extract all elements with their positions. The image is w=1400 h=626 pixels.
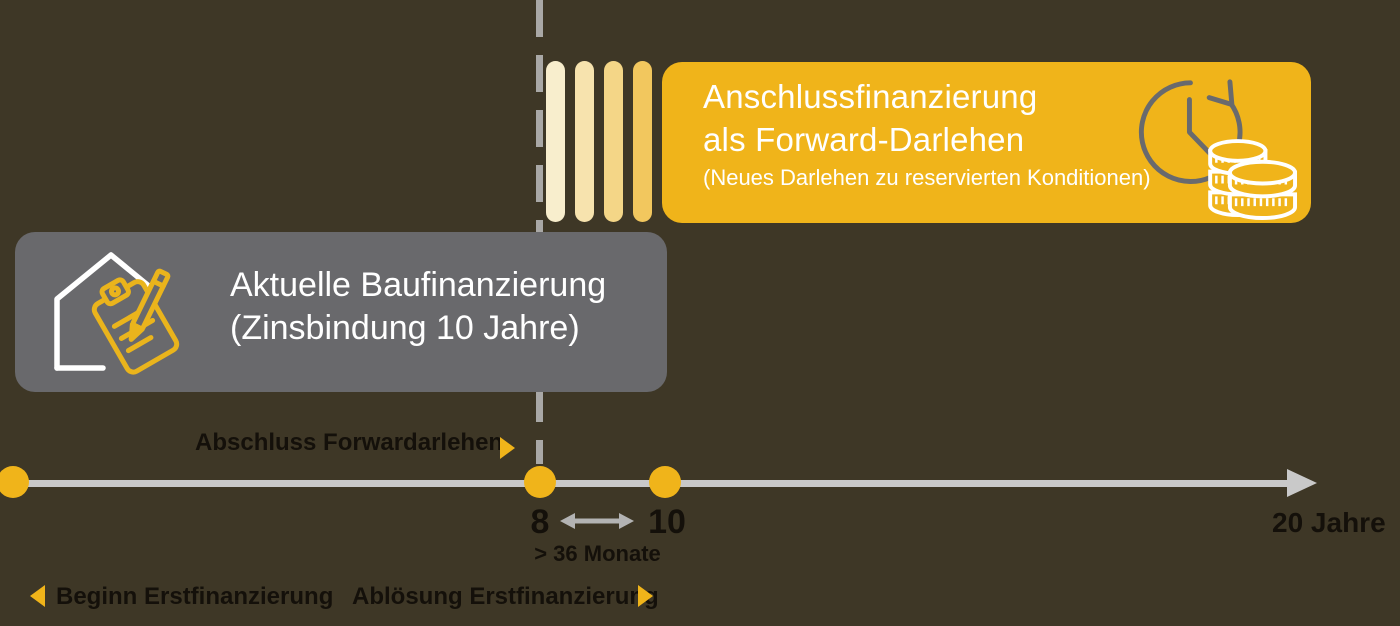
hatch-bar-2 — [575, 61, 594, 222]
tick-label-8: 8 — [530, 503, 550, 541]
arrow-left-icon — [30, 585, 45, 607]
forward-loan-box: Anschlussfinanzierung als Forward-Darleh… — [662, 62, 1311, 223]
timeline-dot-start — [0, 466, 29, 498]
monate-gap-label: > 36 Monate — [534, 541, 661, 566]
current-financing-text: Aktuelle Baufinanzierung (Zinsbindung 10… — [230, 264, 606, 350]
arrow-right-icon — [500, 437, 515, 459]
current-financing-title-line2: (Zinsbindung 10 Jahre) — [230, 309, 580, 347]
double-arrow-icon — [560, 513, 634, 529]
arrow-right-icon — [638, 585, 653, 607]
abschluss-forwarddarlehen-label: Abschluss Forwardarlehen — [195, 429, 504, 456]
hatch-bar-1 — [546, 61, 565, 222]
current-financing-title-line1: Aktuelle Baufinanzierung — [230, 266, 607, 304]
abloesung-erstfinanzierung-label: Ablösung Erstfinanzierung — [352, 583, 659, 610]
current-financing-box: Aktuelle Baufinanzierung (Zinsbindung 10… — [15, 232, 667, 392]
timeline-dot-year-10 — [649, 466, 681, 498]
forward-loan-subtitle: (Neues Darlehen zu reservierten Konditio… — [703, 165, 1151, 190]
timeline-dot-year-8 — [524, 466, 556, 498]
timeline-arrowhead-icon — [1287, 469, 1317, 497]
hatch-bar-3 — [604, 61, 623, 222]
timeline-end-label: 20 Jahre — [1272, 507, 1386, 538]
house-contract-icon — [54, 252, 180, 375]
hatch-bar-4 — [633, 61, 652, 222]
tick-label-10: 10 — [648, 503, 686, 541]
beginn-erstfinanzierung-label: Beginn Erstfinanzierung — [56, 583, 334, 610]
forward-loan-title-line2: als Forward-Darlehen — [703, 121, 1025, 158]
clock-forward-coins-icon — [1138, 79, 1298, 220]
forward-loan-title-line1: Anschlussfinanzierung — [703, 78, 1038, 115]
forward-loan-text: Anschlussfinanzierung als Forward-Darleh… — [703, 75, 1151, 193]
